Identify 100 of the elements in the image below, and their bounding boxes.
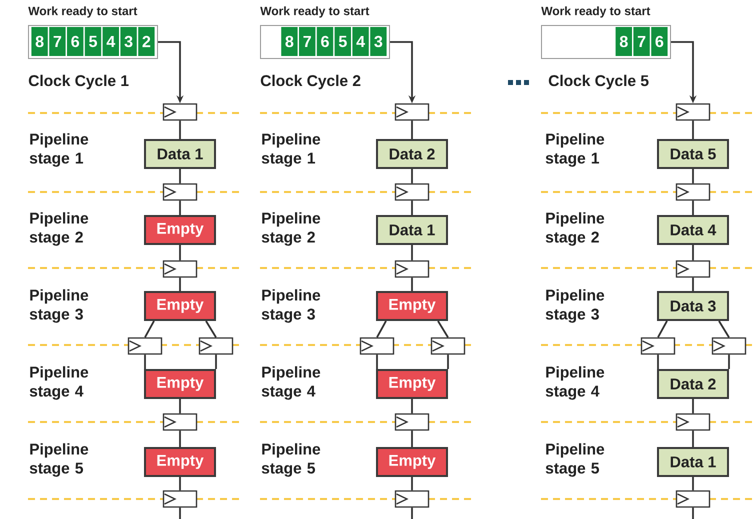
queue-cell: 3: [370, 27, 387, 56]
connector-line: [179, 120, 181, 139]
connector-line: [411, 399, 413, 414]
register-box: [128, 337, 162, 355]
connector-line: [179, 200, 181, 215]
queue-cell: 6: [67, 27, 84, 56]
data-box: Data 1: [657, 447, 729, 477]
connector-line: [179, 430, 181, 447]
connector-line: [718, 320, 730, 338]
connector-line: [376, 320, 387, 338]
connector-line: [411, 430, 413, 447]
stage-label: Pipeline stage 5: [546, 443, 604, 477]
connector-line: [692, 169, 694, 184]
register-box: [394, 490, 430, 508]
data-box: Empty: [376, 369, 448, 399]
queue-cell: 7: [49, 27, 66, 56]
connector-line: [657, 320, 668, 338]
register-box: [676, 490, 710, 508]
register-box: [162, 103, 198, 121]
register-box: [394, 260, 430, 278]
connector-line: [692, 278, 694, 291]
data-box: Data 1: [144, 139, 216, 169]
data-box: Empty: [144, 215, 216, 245]
data-box: Data 5: [657, 139, 729, 169]
stage-label: Pipeline stage 5: [30, 443, 88, 477]
stage-label: Pipeline stage 1: [30, 133, 88, 167]
stage-label: Pipeline stage 3: [546, 289, 604, 323]
stage-label: Pipeline stage 4: [30, 366, 88, 400]
connector-line: [692, 477, 694, 490]
data-box: Data 1: [376, 215, 448, 245]
register-box: [676, 260, 710, 278]
register-box: [162, 413, 198, 431]
connector-line: [692, 508, 694, 519]
register-box: [640, 337, 676, 355]
queue-cell: 8: [31, 27, 48, 56]
connector-line: [411, 200, 413, 215]
connector-line: [179, 477, 181, 490]
connector-line: [411, 245, 413, 260]
register-box: [360, 337, 394, 355]
queue-box: [541, 25, 671, 59]
data-box: Empty: [144, 369, 216, 399]
queue-cell: 7: [299, 27, 316, 56]
register-box: [162, 183, 198, 201]
connector-line: [179, 508, 181, 519]
queue-box: [28, 25, 158, 59]
register-box: [676, 103, 710, 121]
connector-line: [447, 354, 449, 369]
stage-label: Pipeline stage 4: [546, 366, 604, 400]
connector-line: [728, 354, 730, 369]
connector-line: [179, 278, 181, 291]
clock-cycle-label: Clock Cycle 5: [548, 74, 649, 90]
connector-line: [179, 399, 181, 414]
stage-label: Pipeline stage 1: [262, 133, 320, 167]
connector-line: [411, 278, 413, 291]
queue-cell: 2: [138, 27, 155, 56]
connector-line: [144, 354, 146, 369]
connector-line: [411, 120, 413, 139]
stage-label: Pipeline stage 5: [262, 443, 320, 477]
register-box: [676, 413, 710, 431]
connector-line: [411, 508, 413, 519]
clock-cycle-label: Clock Cycle 2: [260, 74, 360, 90]
queue-cell: 8: [281, 27, 298, 56]
data-box: Data 4: [657, 215, 729, 245]
connector-line: [215, 354, 217, 369]
stage-label: Pipeline stage 3: [262, 289, 320, 323]
connector-line: [657, 354, 659, 369]
data-box: Empty: [376, 447, 448, 477]
data-box: Empty: [376, 291, 448, 321]
data-box: Data 2: [657, 369, 729, 399]
register-box: [394, 103, 430, 121]
register-box: [162, 260, 198, 278]
connector-line: [179, 245, 181, 260]
register-box: [430, 337, 466, 355]
queue-cell: 5: [334, 27, 351, 56]
data-box: Empty: [144, 291, 216, 321]
register-box: [162, 490, 198, 508]
connector-line: [376, 354, 378, 369]
data-box: Data 3: [657, 291, 729, 321]
register-box: [676, 183, 710, 201]
register-box: [198, 337, 234, 355]
stage-label: Pipeline stage 2: [546, 212, 604, 246]
data-box: Empty: [144, 447, 216, 477]
queue-cell: 8: [616, 27, 632, 56]
queue-cell: 5: [84, 27, 102, 56]
data-box: Data 2: [376, 139, 448, 169]
connector-line: [205, 320, 217, 338]
clock-cycle-label: Clock Cycle 1: [28, 74, 129, 90]
connector-line: [179, 169, 181, 184]
queue-cell: 4: [352, 27, 369, 56]
register-box: [394, 413, 430, 431]
queue-cell: 6: [651, 27, 668, 56]
connector-line: [411, 169, 413, 184]
queue-cell: 7: [633, 27, 650, 56]
stage-label: Pipeline stage 4: [262, 366, 320, 400]
connector-line: [692, 245, 694, 260]
connector-line: [692, 120, 694, 139]
stage-label: Pipeline stage 2: [262, 212, 320, 246]
register-box: [394, 183, 430, 201]
connector-line: [144, 320, 155, 338]
queue-cell: 3: [120, 27, 137, 56]
